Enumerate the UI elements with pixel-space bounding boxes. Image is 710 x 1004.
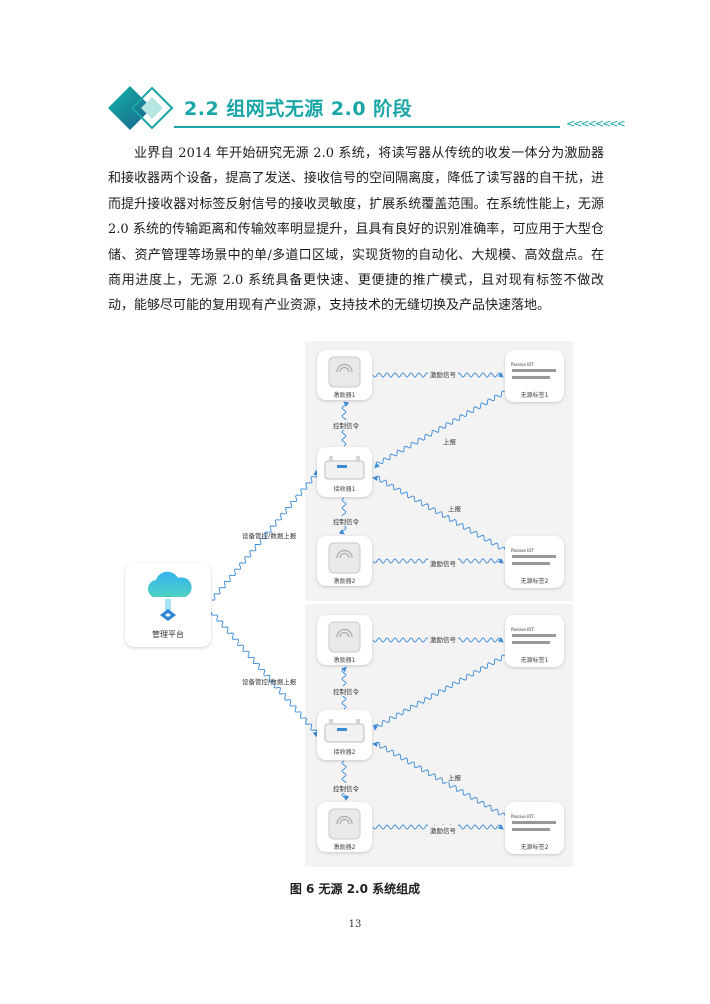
- signal-wave: [372, 654, 506, 731]
- report-label: 上报: [446, 503, 463, 513]
- heading-diamond-icon: [108, 86, 174, 130]
- rfid-tag-icon: [512, 634, 556, 637]
- chevron-decoration: <<<<<<<<: [566, 117, 626, 130]
- heading-rule: [174, 126, 560, 128]
- device-label: 无源标签2: [520, 578, 549, 585]
- exciter-device-icon: [328, 542, 361, 574]
- device-label: 接收器2: [333, 749, 356, 756]
- rfid-tag-icon: [512, 562, 550, 565]
- excite-label: 激励信号: [428, 369, 458, 379]
- exciter-device-icon: [328, 356, 361, 388]
- signal-wave: [372, 741, 506, 817]
- tag-text: Passive IOT: [511, 548, 534, 553]
- device-label: 无源标签1: [520, 657, 549, 664]
- signal-wave: [341, 760, 350, 801]
- tag-card: Passive IOT 无源标签1: [505, 350, 564, 402]
- report-label: 上报: [446, 772, 463, 782]
- receiver-device-icon: [324, 719, 365, 743]
- exciter-device-icon: [328, 621, 361, 653]
- device-label: 激励器2: [333, 578, 356, 585]
- platform-label: 管理平台: [152, 630, 184, 639]
- mgmt-link-label-1: 设备管控/数据上报: [242, 532, 297, 540]
- tag-card: Passive IOT 无源标签2: [505, 536, 564, 588]
- receiver-device-icon: [324, 456, 365, 480]
- signal-wave: [372, 475, 506, 551]
- receiver-card: 接收器1: [317, 447, 372, 497]
- rfid-tag-icon: [512, 369, 556, 372]
- figure-caption: 图 6 无源 2.0 系统组成: [289, 882, 421, 896]
- rfid-tag-icon: [512, 828, 550, 831]
- device-label: 无源标签1: [520, 392, 549, 399]
- control-label: 控制信令: [331, 420, 361, 430]
- excite-label: 激励信号: [428, 558, 458, 568]
- excite-label: 激励信号: [428, 634, 458, 644]
- rfid-tag-icon: [512, 641, 550, 644]
- rfid-tag-icon: [512, 555, 556, 558]
- device-label: 激励器1: [333, 392, 356, 399]
- tag-text: Passive IOT: [511, 814, 534, 819]
- rfid-tag-icon: [512, 376, 550, 379]
- exciter-device-icon: [328, 808, 361, 840]
- signal-wave: [210, 611, 318, 738]
- control-label: 控制信令: [331, 686, 361, 696]
- device-label: 无源标签2: [520, 844, 549, 851]
- tag-card: Passive IOT 无源标签2: [505, 802, 564, 854]
- cloud-icon: [148, 571, 192, 621]
- signal-wave: [211, 469, 319, 601]
- signal-wave: [374, 390, 506, 469]
- device-label: 接收器1: [333, 486, 356, 493]
- management-platform: 管理平台: [125, 563, 211, 647]
- exciter-card: 激励器1: [317, 350, 372, 400]
- exciter-card: 激励器1: [317, 615, 372, 665]
- excite-label: 激励信号: [428, 825, 458, 835]
- device-label: 激励器2: [333, 844, 356, 851]
- control-label: 控制信令: [331, 783, 361, 793]
- control-label: 控制信令: [331, 516, 361, 526]
- receiver-card: 接收器2: [317, 710, 372, 760]
- tag-text: Passive IOT: [511, 362, 534, 367]
- device-label: 激励器1: [333, 657, 356, 664]
- rfid-tag-icon: [512, 821, 556, 824]
- tag-text: Passive IOT: [511, 627, 534, 632]
- body-paragraph: 业界自 2014 年开始研究无源 2.0 系统，将读写器从传统的收发一体分为激励…: [108, 146, 604, 314]
- report-label: 上报: [441, 436, 458, 446]
- tag-card: Passive IOT 无源标签1: [505, 615, 564, 667]
- section-heading: 2.2 组网式无源 2.0 阶段 <<<<<<<<: [108, 84, 626, 134]
- mgmt-link-label-2: 设备管控/数据上报: [242, 678, 297, 686]
- page-number: 13: [348, 919, 362, 930]
- exciter-card: 激励器2: [317, 536, 372, 586]
- section-title: 2.2 组网式无源 2.0 阶段: [184, 98, 413, 120]
- exciter-card: 激励器2: [317, 802, 372, 852]
